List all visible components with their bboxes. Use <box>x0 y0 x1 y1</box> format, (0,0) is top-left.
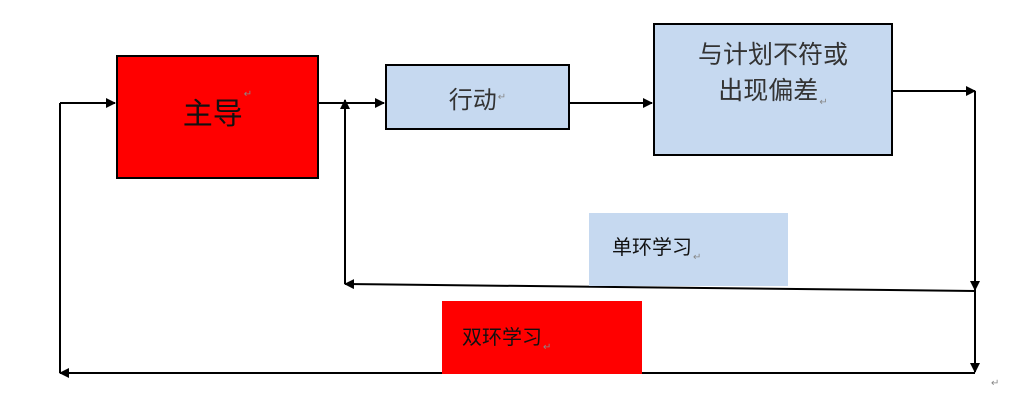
leading-node-label: 主导 <box>182 97 243 132</box>
leading-node: 主导↵ <box>116 55 319 179</box>
double-loop-label: 双环学习 <box>462 325 542 349</box>
paragraph-mark: ↵ <box>497 91 507 103</box>
deviation-node-label-line2: 出现偏差 <box>718 76 819 105</box>
deviation-node: 与计划不符或 出现偏差↵ <box>653 23 893 156</box>
action-node-label: 行动 <box>448 85 497 114</box>
paragraph-mark: ↵ <box>991 378 1000 389</box>
deviation-node-label-line1: 与计划不符或 <box>697 40 848 69</box>
paragraph-mark: ↵ <box>243 89 253 100</box>
single-loop-return-line <box>344 279 976 292</box>
paragraph-mark: ↵ <box>819 97 828 108</box>
action-node: 行动↵ <box>385 64 570 130</box>
paragraph-mark: ↵ <box>543 342 552 353</box>
single-loop-label-box: 单环学习↵ <box>589 213 788 286</box>
double-loop-label-box: 双环学习↵ <box>442 301 642 374</box>
single-loop-label: 单环学习 <box>612 235 692 259</box>
paragraph-mark: ↵ <box>693 252 702 263</box>
